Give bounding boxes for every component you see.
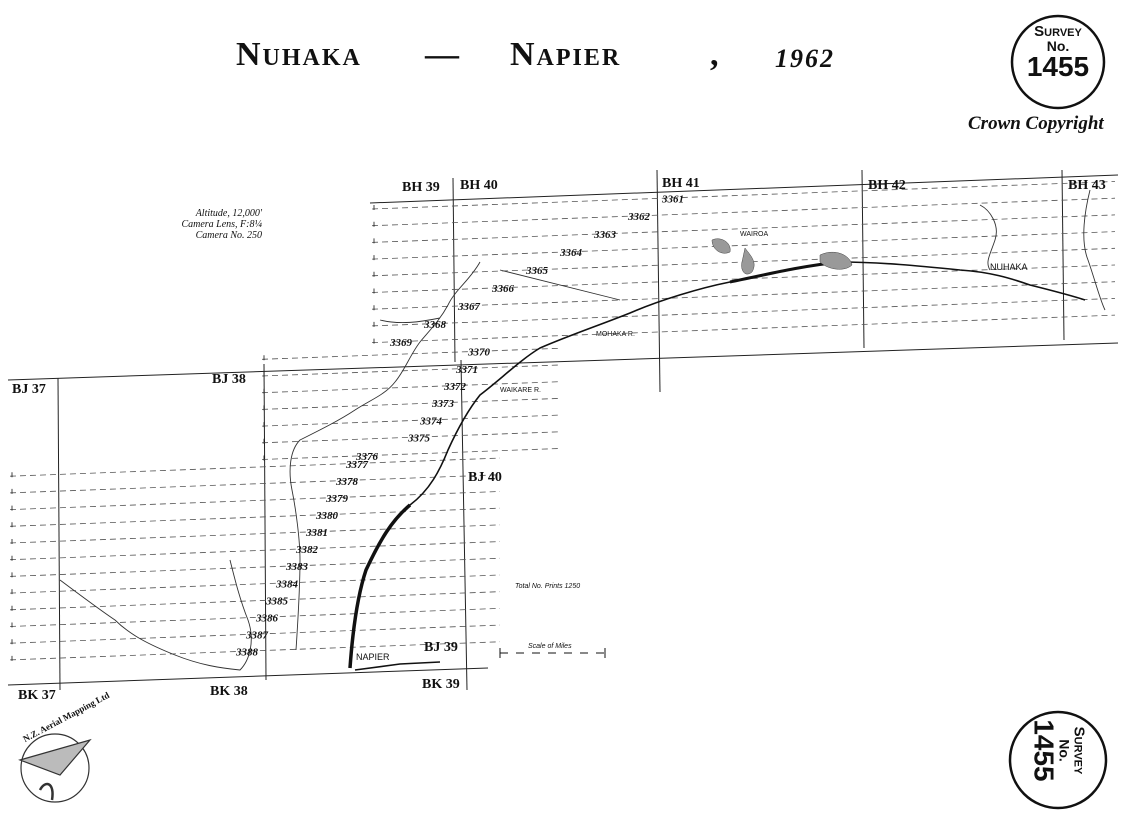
crown-copyright: Crown Copyright — [968, 113, 1104, 134]
run-number-label: 3381 — [305, 527, 328, 539]
run-number-label: 3371 — [455, 364, 478, 376]
title-dash: — — [425, 36, 461, 73]
place-name-label: NAPIER — [356, 652, 390, 662]
sheet-label-bj37: BJ 37 — [12, 382, 46, 397]
place-name-label: WAIKARE R. — [500, 387, 541, 394]
run-number-label: 3376 — [355, 451, 379, 463]
camera-number: Camera No. 250 — [195, 230, 262, 241]
flight-line — [9, 574, 501, 594]
sheet-label-bk39: BK 39 — [422, 677, 460, 692]
flight-line — [261, 448, 561, 460]
run-number-label: 3382 — [295, 544, 319, 556]
run-number-label: 3370 — [467, 347, 491, 359]
run-number-label: 3385 — [265, 595, 289, 607]
sheet-label-bj39: BJ 39 — [424, 640, 458, 655]
sheet-label-bj40: BJ 40 — [468, 470, 502, 485]
run-number-label: 3384 — [275, 578, 299, 590]
flight-line — [9, 591, 501, 611]
badge-top-line1: Survey — [1034, 23, 1082, 40]
scale-label: Scale of Miles — [528, 643, 572, 650]
run-number-label: 3378 — [335, 476, 359, 488]
run-number-label: 3369 — [389, 337, 413, 349]
sheet-label-bh40: BH 40 — [460, 178, 498, 193]
run-number-label: 3364 — [559, 247, 583, 259]
badge-top-number: 1455 — [1026, 51, 1090, 82]
title-year: 1962 — [775, 44, 835, 73]
flight-line — [9, 624, 501, 644]
badge-bottom-number: 1455 — [1028, 719, 1060, 782]
run-number-label: 3363 — [593, 229, 617, 241]
badge-top-line2: No. — [1046, 38, 1070, 54]
flight-line — [9, 474, 501, 494]
title-place-from: Nuhaka — [236, 36, 362, 73]
flight-line — [9, 491, 501, 510]
flight-line — [261, 397, 561, 410]
sheet-label-bk37: BK 37 — [18, 688, 56, 703]
run-number-label: 3383 — [285, 561, 309, 573]
flight-line — [371, 197, 1116, 227]
survey-badge-top: Survey No. 1455 — [1018, 24, 1098, 81]
flight-line — [9, 641, 501, 661]
run-number-label: 3365 — [525, 265, 549, 277]
run-number-label: 3367 — [457, 301, 481, 313]
sheet-label-bk38: BK 38 — [210, 684, 248, 699]
run-number-label: 3379 — [325, 493, 349, 505]
title-comma: , — [710, 36, 721, 73]
flight-line — [371, 181, 1116, 210]
run-number-label: 3387 — [245, 629, 269, 641]
flight-line — [9, 607, 501, 627]
title-place-to: Napier — [510, 36, 622, 73]
place-name-label: WAIROA — [740, 231, 768, 238]
run-number-label: 3375 — [407, 432, 431, 444]
sheet-label-bh41: BH 41 — [662, 176, 700, 191]
sheet-label-bh39: BH 39 — [402, 180, 440, 195]
flight-line — [9, 524, 501, 544]
run-number-label: 3368 — [423, 319, 447, 331]
place-name-label: MOHAKA R. — [596, 331, 635, 338]
flight-line — [371, 281, 1116, 310]
run-number-label: 3373 — [431, 398, 455, 410]
flight-line — [9, 457, 501, 477]
sheet-label-bj38: BJ 38 — [212, 372, 246, 387]
flight-line — [261, 414, 561, 427]
run-number-label: 3372 — [443, 381, 467, 393]
flight-line — [371, 214, 1116, 243]
flight-line — [9, 541, 501, 561]
sheet-label-bh43: BH 43 — [1068, 178, 1106, 193]
run-number-label: 3361 — [661, 193, 684, 205]
badge-bottom-line1: Survey — [1070, 726, 1088, 775]
flight-line — [9, 557, 501, 577]
sheet-label-bh42: BH 42 — [868, 178, 906, 193]
flight-line — [261, 347, 561, 360]
flight-line — [371, 231, 1116, 260]
run-number-label: 3388 — [235, 647, 259, 659]
camera-info: Altitude, 12,000' Camera Lens, F:8¼ Came… — [162, 208, 262, 241]
badge-bottom-line2: No. — [1056, 739, 1073, 762]
flight-line — [371, 314, 1116, 343]
camera-altitude: Altitude, 12,000' — [195, 208, 262, 219]
survey-badge-bottom: Survey No. 1455 — [1028, 711, 1088, 791]
run-number-label: 3362 — [627, 211, 651, 223]
flight-line — [371, 298, 1116, 327]
run-number-label: 3366 — [491, 283, 515, 295]
run-number-label: 3377 — [345, 459, 369, 471]
run-number-label: 3374 — [419, 415, 443, 427]
total-prints-note: Total No. Prints 1250 — [515, 583, 580, 590]
flight-line — [9, 507, 501, 527]
place-name-label: NUHAKA — [990, 262, 1028, 272]
run-number-label: 3386 — [255, 612, 279, 624]
run-number-label: 3380 — [315, 510, 339, 522]
camera-lens: Camera Lens, F:8¼ — [181, 219, 262, 230]
